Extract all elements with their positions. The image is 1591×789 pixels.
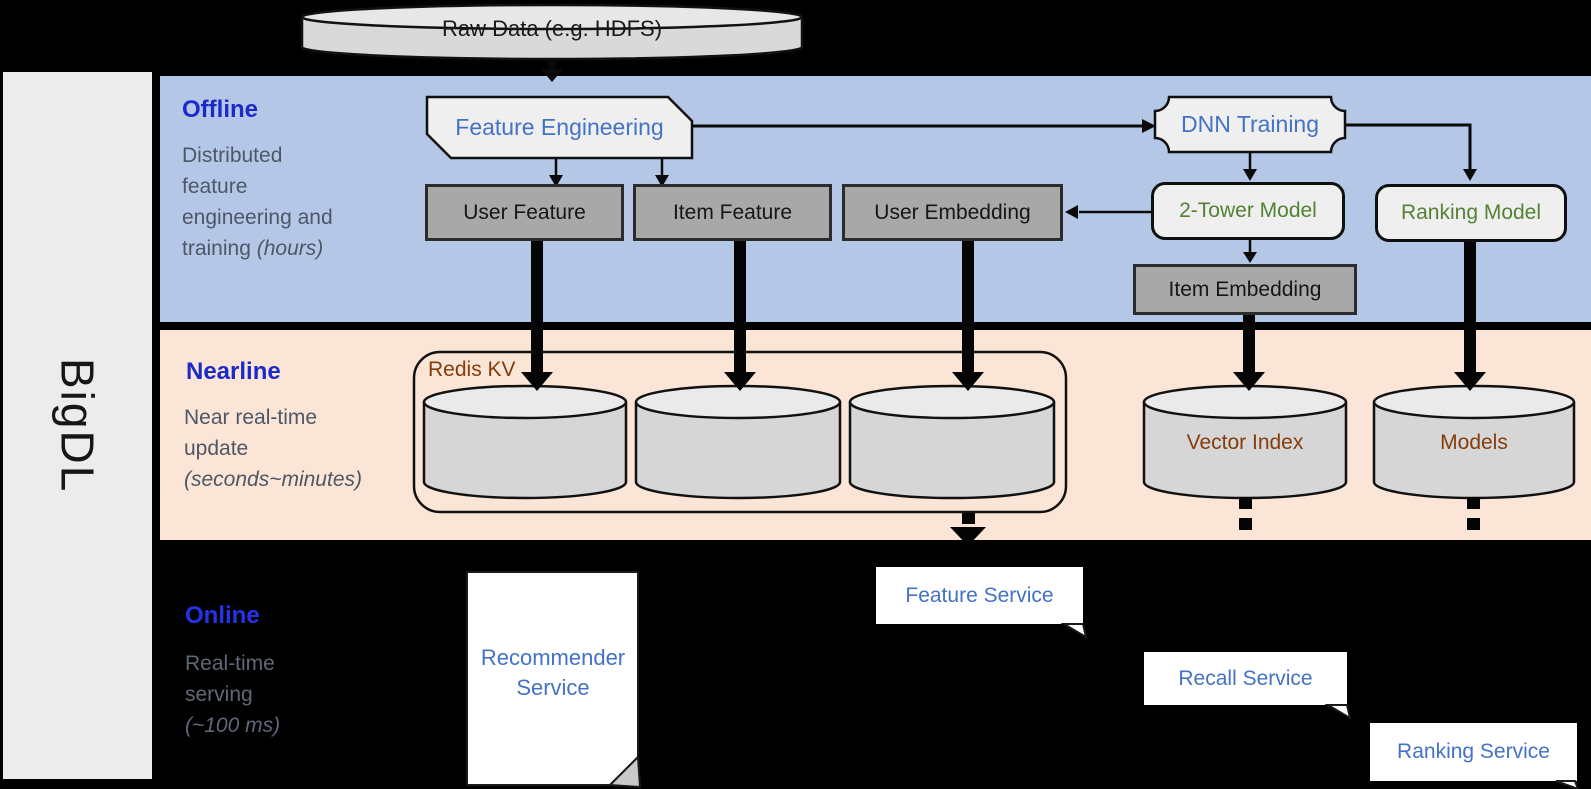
recall-service-shape (1144, 652, 1352, 721)
nearline-title: Nearline (186, 358, 281, 385)
ranking-service-shape (1370, 723, 1580, 789)
dash-models-link-1 (1467, 497, 1480, 509)
arrow-itemembedding-to-vectorindex (1243, 314, 1255, 374)
arrow-dnn-to-rankingmodel (1345, 123, 1472, 170)
redis-cylinder-3 (848, 384, 1056, 500)
dnn-training-shape (1153, 95, 1347, 154)
dash-models-link-2 (1467, 518, 1480, 530)
online-title: Online (185, 602, 260, 629)
redis-cylinder-1 (422, 384, 628, 500)
bigdl-brand-bar: BigDL (3, 72, 152, 779)
feature-engineering-shape (425, 95, 694, 160)
bigdl-logo-text: BigDL (51, 357, 104, 494)
offline-title: Offline (182, 96, 258, 123)
arrow-userembedding-to-redis (962, 240, 974, 374)
models-cylinder (1372, 384, 1576, 500)
item-feature-box: Item Feature (633, 184, 832, 241)
two-tower-model-box: 2-Tower Model (1151, 182, 1345, 240)
item-embedding-box: Item Embedding (1133, 264, 1357, 315)
storage-write-arrows (521, 240, 1486, 391)
dash-vectorindex-link-2 (1239, 518, 1252, 530)
raw-data-cylinder (300, 3, 804, 61)
dash-vectorindex-link-1 (1239, 497, 1252, 509)
user-feature-box: User Feature (425, 184, 624, 241)
user-embedding-box: User Embedding (842, 184, 1063, 241)
flow-arrows (541, 59, 1477, 263)
vector-index-cylinder (1142, 384, 1348, 500)
arrow-itemfeature-to-redis (734, 240, 746, 374)
arrow-userfeature-to-redis (531, 240, 543, 374)
dash-redis-to-featureservice (962, 513, 975, 524)
ranking-model-box: Ranking Model (1375, 184, 1567, 242)
feature-service-shape (876, 567, 1088, 640)
redis-cylinder-2 (634, 384, 842, 500)
arrow-rankingmodel-to-models (1464, 241, 1476, 374)
recommender-service-shape (466, 571, 642, 789)
serving-dashed-links (950, 497, 1480, 546)
